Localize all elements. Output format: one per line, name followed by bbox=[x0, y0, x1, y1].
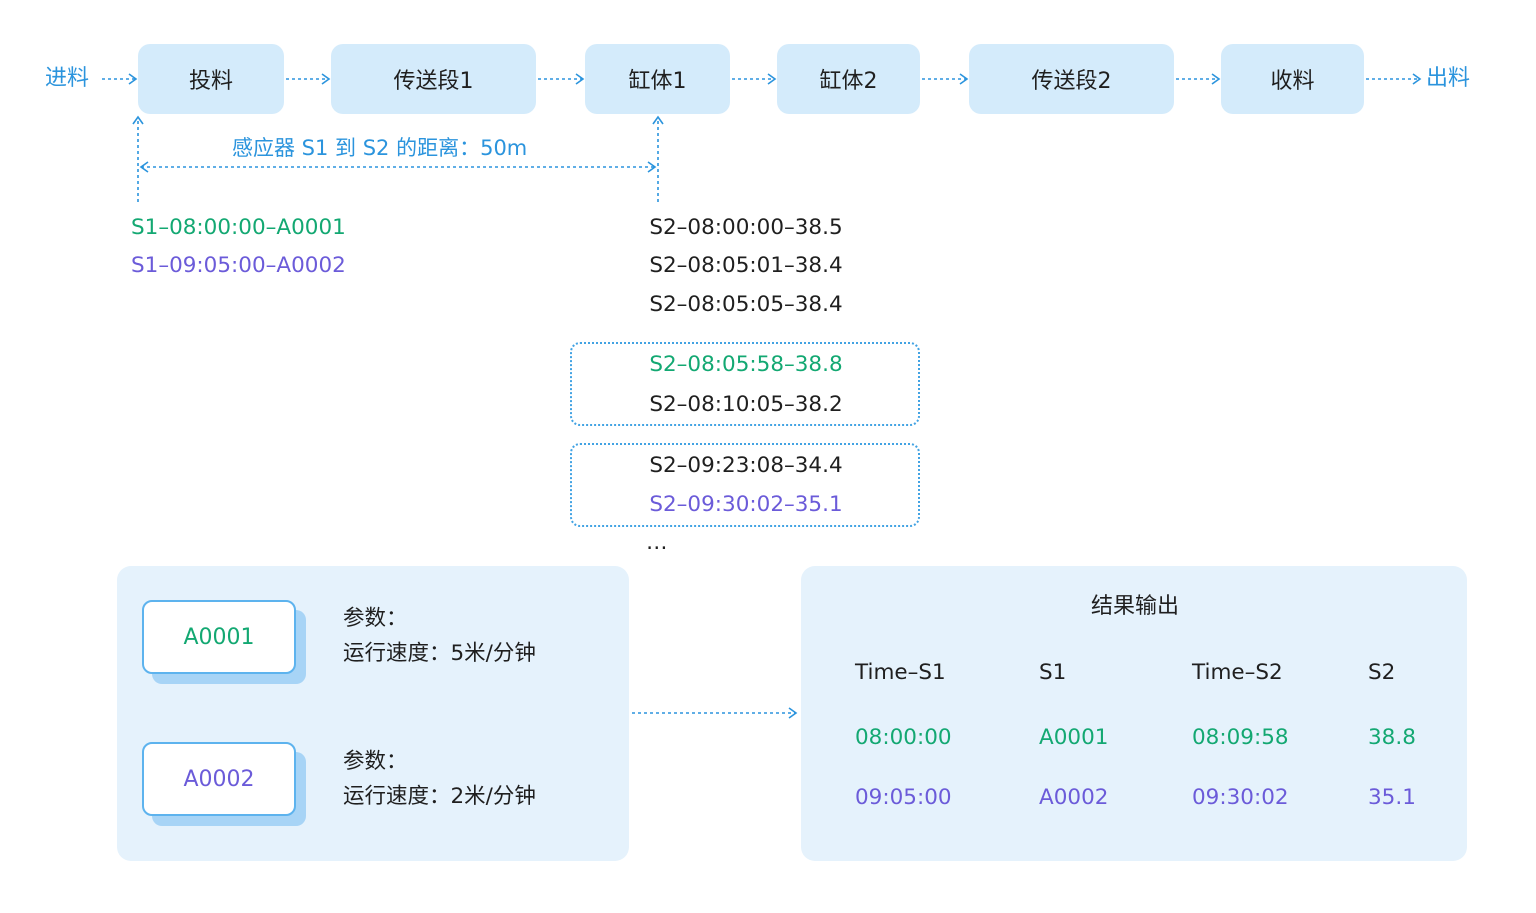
s2-record-3: S2–08:05:05–38.4 bbox=[649, 292, 843, 317]
result-row-2-time-s2: 09:30:02 bbox=[1192, 785, 1289, 810]
s2-ellipsis: … bbox=[646, 530, 668, 555]
sensor-distance-label: 感应器 S1 到 S2 的距离：50m bbox=[232, 136, 528, 160]
s2-match-group-2 bbox=[570, 443, 920, 527]
result-output-panel bbox=[801, 566, 1467, 861]
batch-tag-a0002: A0002 bbox=[142, 742, 306, 828]
batch-2-params-label: 参数： bbox=[343, 749, 408, 774]
s2-match-group-1 bbox=[570, 342, 920, 426]
stage-receiving: 收料 bbox=[1221, 44, 1364, 114]
result-header-time-s2: Time–S2 bbox=[1192, 660, 1283, 685]
s2-record-7: S2–09:30:02–35.1 bbox=[649, 492, 843, 517]
batch-1-params-label: 参数： bbox=[343, 606, 408, 631]
batch-2-speed: 运行速度：2米/分钟 bbox=[343, 784, 536, 809]
batch-tag-a0001: A0001 bbox=[142, 600, 306, 686]
result-row-1-time-s2: 08:09:58 bbox=[1192, 725, 1289, 750]
result-row-2-s2: 35.1 bbox=[1368, 785, 1416, 810]
stage-cylinder-1: 缸体1 bbox=[585, 44, 730, 114]
stage-conveyor-1: 传送段1 bbox=[331, 44, 536, 114]
result-row-1-s2: 38.8 bbox=[1368, 725, 1416, 750]
batch-1-speed: 运行速度：5米/分钟 bbox=[343, 641, 536, 666]
s1-record-2: S1–09:05:00–A0002 bbox=[131, 253, 346, 278]
batch-id-a0002: A0002 bbox=[142, 742, 296, 816]
stage-cylinder-2: 缸体2 bbox=[777, 44, 920, 114]
stage-conveyor-2: 传送段2 bbox=[969, 44, 1174, 114]
result-header-s2: S2 bbox=[1368, 660, 1396, 685]
s1-record-1: S1–08:00:00–A0001 bbox=[131, 215, 346, 240]
result-row-2-time-s1: 09:05:00 bbox=[855, 785, 952, 810]
result-header-s1: S1 bbox=[1039, 660, 1067, 685]
result-row-1-s1: A0001 bbox=[1039, 725, 1109, 750]
s2-record-2: S2–08:05:01–38.4 bbox=[649, 253, 843, 278]
result-header-time-s1: Time–S1 bbox=[855, 660, 946, 685]
batch-id-a0001: A0001 bbox=[142, 600, 296, 674]
result-row-1-time-s1: 08:00:00 bbox=[855, 725, 952, 750]
result-row-2-s1: A0002 bbox=[1039, 785, 1109, 810]
s2-record-5: S2–08:10:05–38.2 bbox=[649, 392, 843, 417]
output-label: 出料 bbox=[1426, 66, 1471, 91]
input-label: 进料 bbox=[45, 66, 90, 91]
s2-record-6: S2–09:23:08–34.4 bbox=[649, 453, 843, 478]
stage-feeding: 投料 bbox=[138, 44, 284, 114]
result-title: 结果输出 bbox=[1090, 594, 1179, 619]
s2-record-4: S2–08:05:58–38.8 bbox=[649, 352, 843, 377]
s2-record-1: S2–08:00:00–38.5 bbox=[649, 215, 843, 240]
